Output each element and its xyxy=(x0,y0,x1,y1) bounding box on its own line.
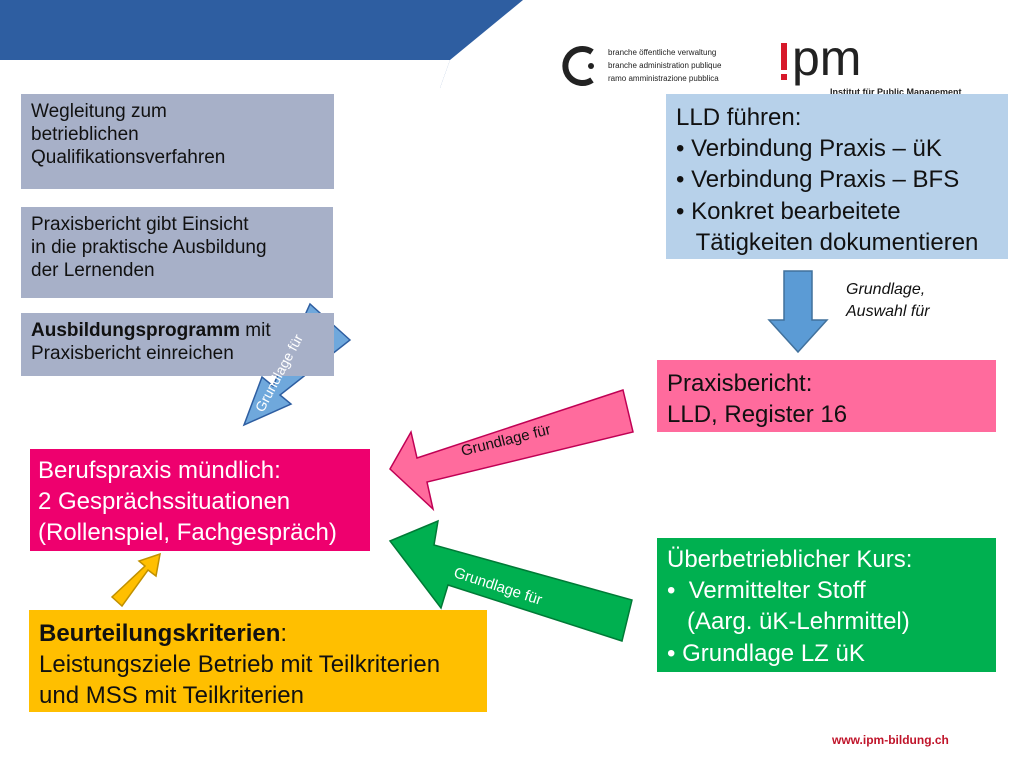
lld-line-3: • Verbindung Praxis – BFS xyxy=(676,166,960,194)
wegleitung-line-2: betrieblichen xyxy=(31,124,139,146)
einsicht-line-2: in die praktische Ausbildung xyxy=(31,237,267,259)
muendlich-line-3: (Rollenspiel, Fachgespräch) xyxy=(38,519,337,547)
ausbildungsprogramm-bold: Ausbildungsprogramm xyxy=(31,320,241,341)
wegleitung-line-3: Qualifikationsverfahren xyxy=(31,147,226,169)
einsicht-line-3: der Lernenden xyxy=(31,260,155,282)
lld-line-4: • Konkret bearbeitete xyxy=(676,197,901,225)
beurteilungskriterien-box: Beurteilungskriterien: Leistungsziele Be… xyxy=(29,610,487,712)
down-arrow-label: Grundlage, Auswahl für xyxy=(846,279,930,323)
lld-line-1: LLD führen: xyxy=(676,104,802,131)
yellow-diagonal-arrow xyxy=(110,552,161,608)
beurteilung-line-2: Leistungsziele Betrieb mit Teilkriterien xyxy=(39,651,441,679)
lld-box: LLD führen: • Verbindung Praxis – üK • V… xyxy=(666,94,1008,259)
berufspraxis-muendlich-box: Berufspraxis mündlich: 2 Gesprächssituat… xyxy=(30,449,370,551)
branche-logo-text: branche öffentliche verwaltung branche a… xyxy=(608,46,721,85)
header-band-white-cut xyxy=(0,60,450,88)
uk-line-2: • Vermittelter Stoff xyxy=(667,577,866,605)
footer-url[interactable]: www.ipm-bildung.ch xyxy=(832,733,949,747)
green-left-arrow xyxy=(388,519,633,642)
wegleitung-line-1: Wegleitung zum xyxy=(31,101,167,122)
pink-left-arrow xyxy=(389,389,634,512)
logo-line-1: branche öffentliche verwaltung xyxy=(608,48,717,57)
uk-line-1: Überbetrieblicher Kurs: xyxy=(667,546,913,573)
logo-line-3: ramo amministrazione pubblica xyxy=(608,74,719,83)
lld-line-5: Tätigkeiten dokumentieren xyxy=(676,228,979,256)
ipm-exclamation-mark xyxy=(781,43,787,70)
muendlich-line-1: Berufspraxis mündlich: xyxy=(38,457,281,484)
beurteilung-rest: : xyxy=(280,620,288,647)
praxisbericht-einsicht-box: Praxisbericht gibt Einsicht in die prakt… xyxy=(21,207,333,298)
praxisbericht-lld-line-2: LLD, Register 16 xyxy=(667,401,848,429)
blue-down-arrow xyxy=(767,270,829,354)
ueberbetrieblicher-kurs-box: Überbetrieblicher Kurs: • Vermittelter S… xyxy=(657,538,996,672)
ausbildungsprogramm-line-2: Praxisbericht einreichen xyxy=(31,343,234,365)
ipm-logo-subtitle: Institut für Public Management xyxy=(830,87,962,94)
ausbildungsprogramm-line-1: Ausbildungsprogramm mit xyxy=(31,319,324,342)
down-arrow-label-line-2: Auswahl für xyxy=(846,303,930,320)
down-arrow-label-line-1: Grundlage, xyxy=(846,281,926,298)
muendlich-line-2: 2 Gesprächssituationen xyxy=(38,488,291,516)
ipm-logo: pm xyxy=(792,30,862,86)
praxisbericht-lld-line-1: Praxisbericht: xyxy=(667,370,813,397)
wegleitung-box: Wegleitung zum betrieblichen Qualifikati… xyxy=(21,94,334,189)
ausbildungsprogramm-box: Ausbildungsprogramm mit Praxisbericht ei… xyxy=(21,313,334,376)
lld-line-2: • Verbindung Praxis – üK xyxy=(676,135,942,163)
beurteilung-line-1: Beurteilungskriterien: xyxy=(39,618,477,649)
praxisbericht-lld-box: Praxisbericht: LLD, Register 16 xyxy=(657,360,996,432)
beurteilung-line-3: und MSS mit Teilkriterien xyxy=(39,682,304,710)
beurteilung-bold: Beurteilungskriterien xyxy=(39,620,281,647)
half-circle-logo-icon xyxy=(562,46,594,86)
ausbildungsprogramm-rest: mit xyxy=(240,320,271,341)
uk-line-4: • Grundlage LZ üK xyxy=(667,639,865,667)
einsicht-line-1: Praxisbericht gibt Einsicht xyxy=(31,214,249,235)
uk-line-3: (Aarg. üK-Lehrmittel) xyxy=(667,608,910,636)
logo-line-2: branche administration publique xyxy=(608,61,722,70)
